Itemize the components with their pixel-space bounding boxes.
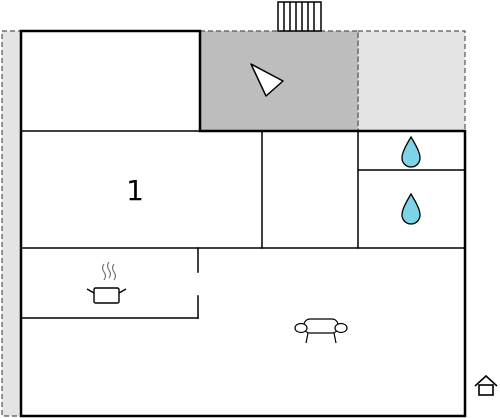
house-entrance-icon <box>474 374 498 396</box>
stairs-icon <box>277 1 322 32</box>
room-number-label: 1 <box>126 174 144 207</box>
terrace-light-area <box>357 30 466 132</box>
cooking-pot-icon <box>86 261 127 304</box>
triangle-pointer-icon <box>250 63 284 97</box>
water-drop-icon <box>401 135 421 168</box>
left-outside-strip <box>1 30 22 417</box>
sofa-icon <box>294 318 348 344</box>
walls <box>19 29 467 418</box>
outer-wall <box>19 29 467 418</box>
water-drop-icon <box>401 192 421 225</box>
